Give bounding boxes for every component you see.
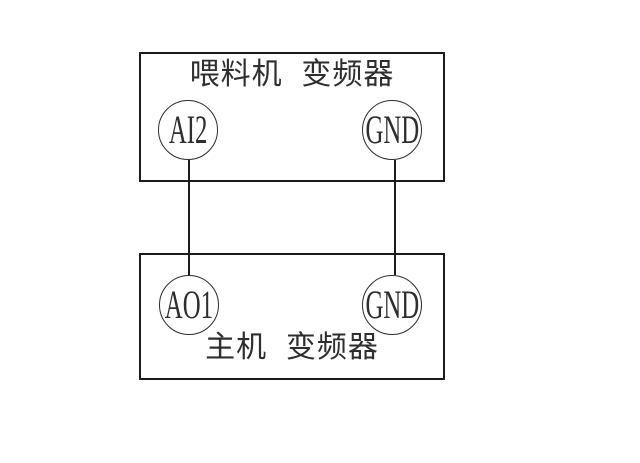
terminal-ao1: AO1 [159, 275, 219, 335]
wire-gnd-gnd [394, 160, 396, 275]
terminal-gnd-bottom-label: GND [365, 282, 419, 327]
terminal-ai2-label: AI2 [168, 107, 208, 152]
feeder-inverter-title: 喂料机 变频器 [189, 58, 395, 91]
main-inverter-title: 主机 变频器 [205, 331, 379, 364]
terminal-gnd-bottom: GND [362, 275, 422, 335]
terminal-ao1-label: AO1 [164, 282, 214, 327]
terminal-gnd-top-label: GND [365, 107, 419, 152]
wire-ai2-ao1 [188, 160, 190, 275]
terminal-ai2: AI2 [158, 100, 218, 160]
main-inverter-box [139, 253, 445, 380]
terminal-gnd-top: GND [362, 100, 422, 160]
feeder-inverter-box [139, 52, 445, 182]
